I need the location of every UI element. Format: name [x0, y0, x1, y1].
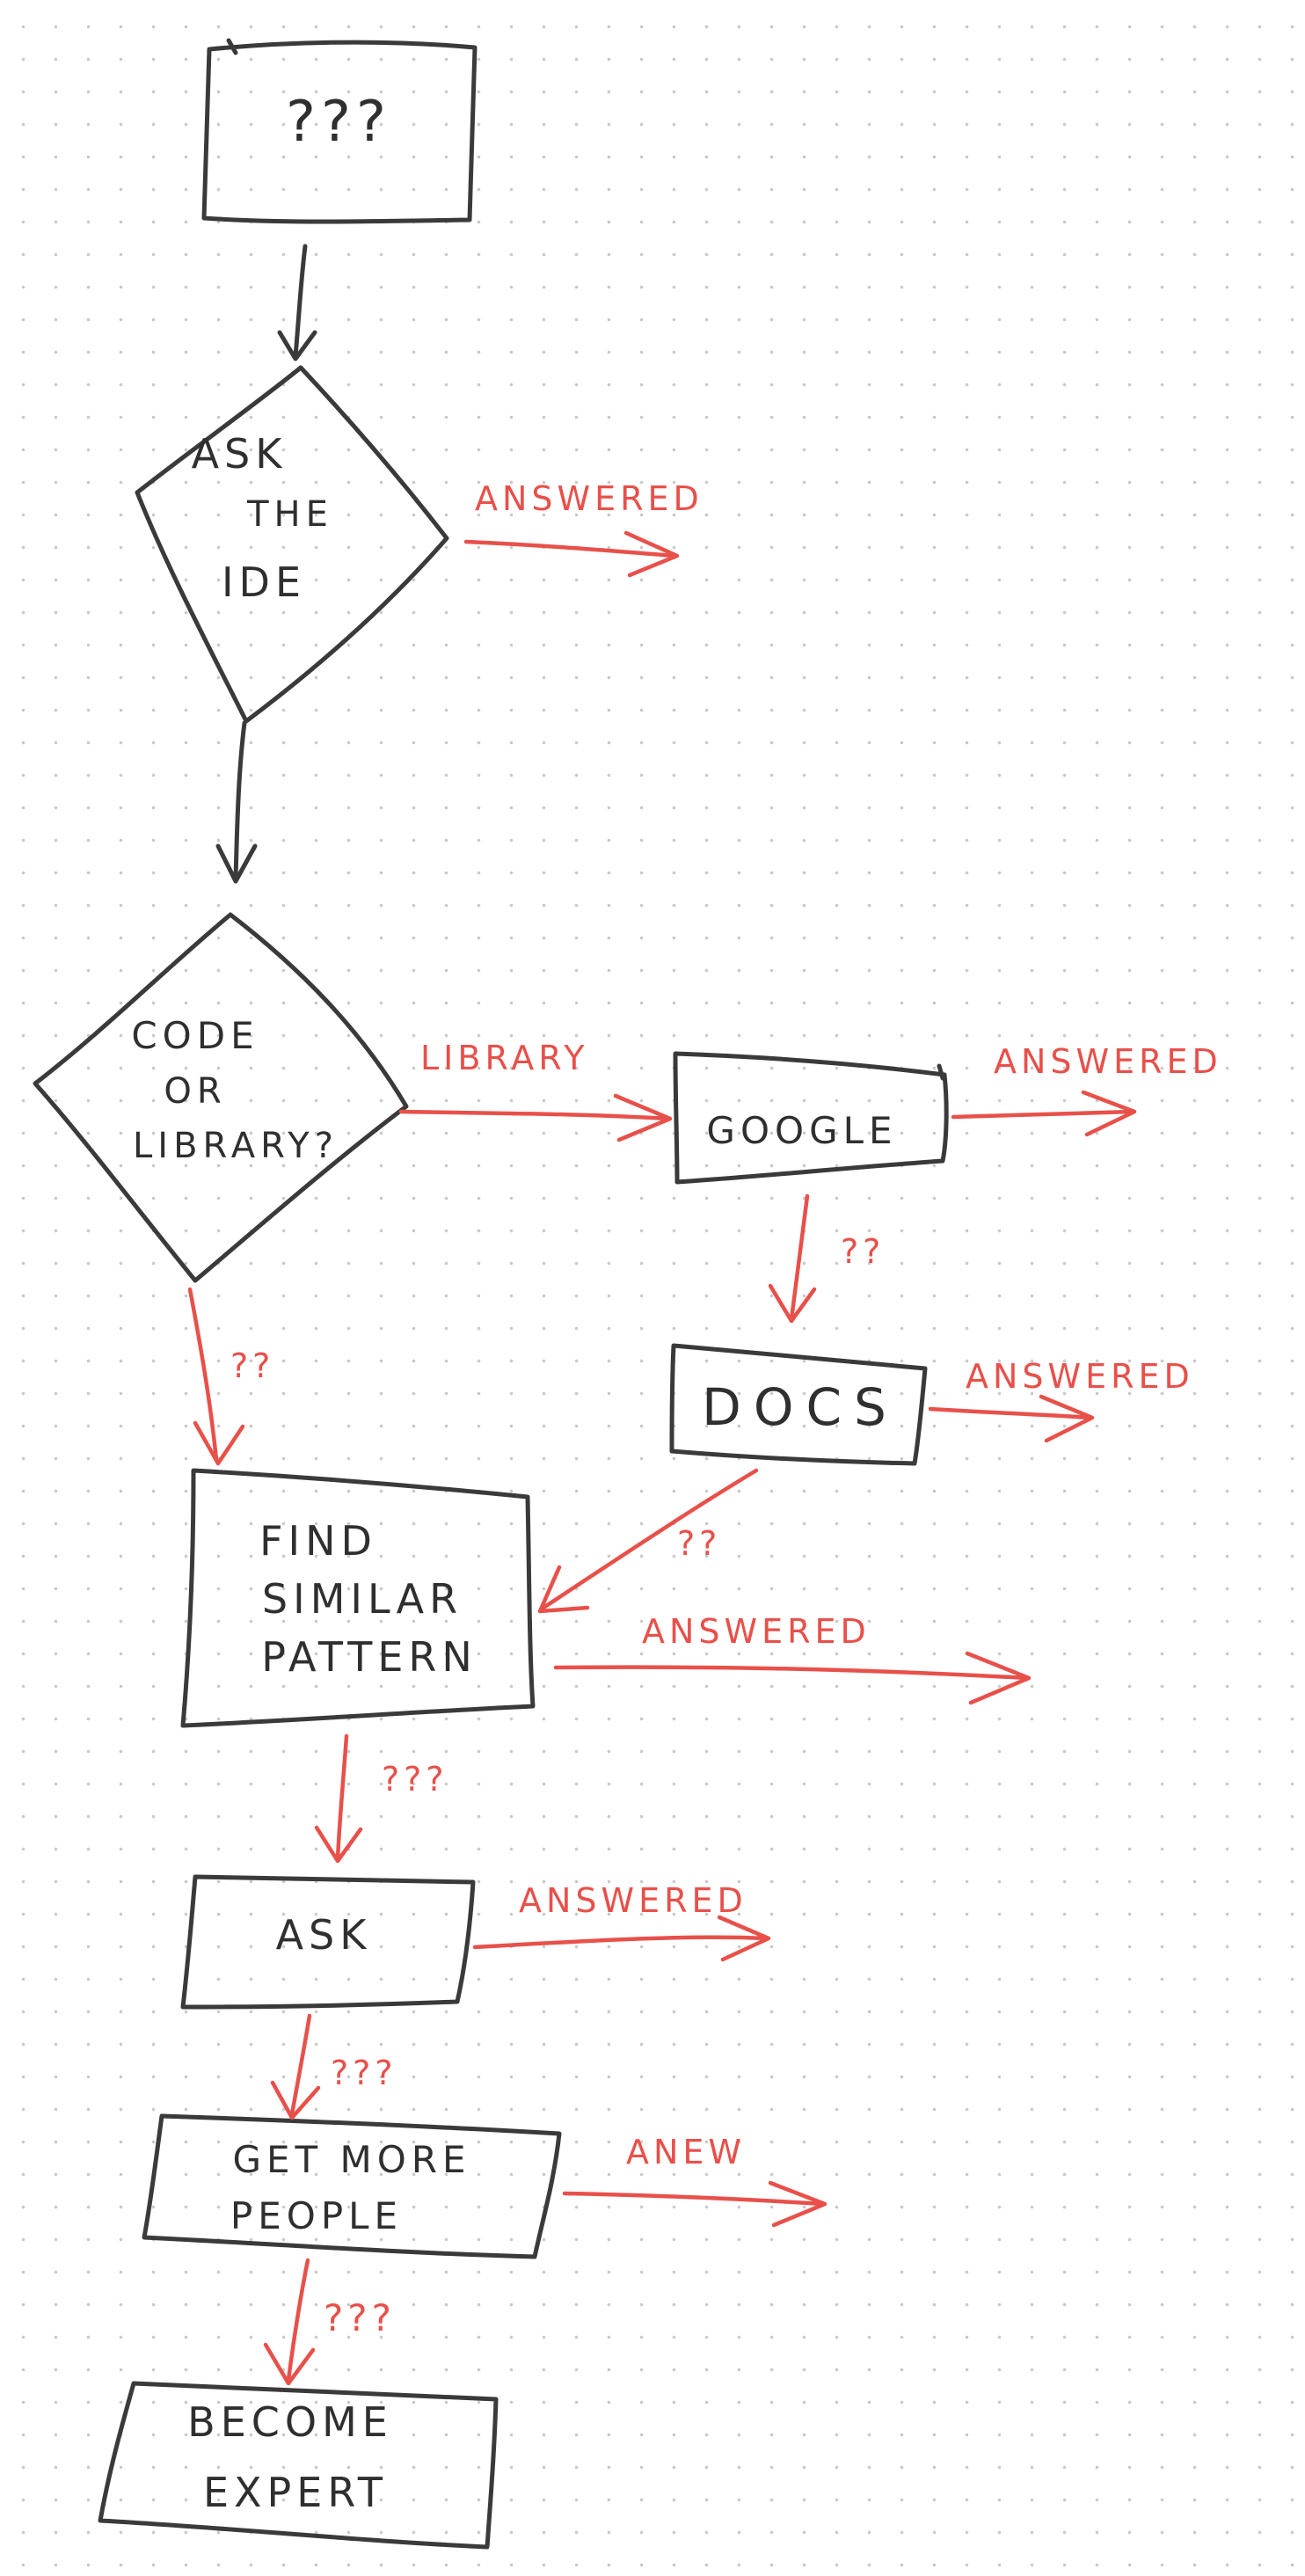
node-google-line-1: GOOGLE	[706, 1109, 897, 1152]
edge-more-anew: ANEW	[562, 2133, 827, 2228]
edge-code-unknown: ??	[187, 1287, 274, 1466]
edge-docs-pattern: ??	[537, 1468, 759, 1614]
node-docs: DOCS	[669, 1343, 928, 1466]
edge-docs-answered-label: ANSWERED	[966, 1357, 1194, 1396]
edge-docs-answered: ANSWERED	[928, 1357, 1194, 1443]
edge-library-label: LIBRARY	[420, 1039, 589, 1077]
node-find-pattern: FIND SIMILAR PATTERN	[180, 1468, 536, 1728]
node-code-or-library-line-3: LIBRARY?	[133, 1126, 339, 1166]
node-get-more-people-line-1: GET MORE	[232, 2138, 470, 2181]
edge-ask-answered: ANSWERED	[472, 1881, 771, 1962]
edge-more-expert-label: ???	[324, 2296, 396, 2339]
edge-google-docs-label: ??	[841, 1232, 885, 1271]
edge-more-expert: ???	[263, 2258, 396, 2386]
node-get-more-people: GET MORE PEOPLE	[142, 2113, 562, 2259]
arrow-start-to-ide	[277, 244, 317, 361]
edge-ide-answered-label: ANSWERED	[475, 479, 704, 518]
node-ask-ide-line-3: IDE	[222, 558, 306, 606]
edge-google-docs: ??	[768, 1193, 885, 1324]
node-start: ???	[201, 38, 478, 224]
edge-pattern-answered: ANSWERED	[553, 1612, 1032, 1705]
node-ask: ASK	[180, 1874, 476, 2010]
node-get-more-people-line-2: PEOPLE	[230, 2194, 403, 2237]
node-become-expert: BECOME EXPERT	[98, 2381, 499, 2550]
edge-pattern-ask: ???	[314, 1733, 448, 1864]
node-ask-ide: ASK THE IDE	[135, 365, 449, 724]
node-ask-line-1: ASK	[276, 1911, 372, 1959]
edge-ide-answered: ANSWERED	[463, 479, 704, 578]
edge-code-unknown-label: ??	[230, 1346, 274, 1385]
arrow-ide-to-code	[215, 720, 258, 884]
node-become-expert-line-2: EXPERT	[203, 2469, 388, 2516]
node-code-or-library-line-1: CODE	[131, 1014, 259, 1057]
edge-ask-more-label: ???	[331, 2054, 397, 2092]
edge-ask-more: ???	[270, 2013, 397, 2120]
node-find-pattern-line-3: PATTERN	[261, 1633, 478, 1681]
edge-google-answered: ANSWERED	[951, 1042, 1222, 1137]
node-find-pattern-line-2: SIMILAR	[262, 1575, 463, 1623]
node-code-or-library-line-2: OR	[164, 1071, 226, 1112]
edge-ask-answered-label: ANSWERED	[519, 1881, 747, 1920]
edge-pattern-answered-label: ANSWERED	[642, 1612, 871, 1651]
node-become-expert-line-1: BECOME	[187, 2398, 393, 2446]
node-google: GOOGLE	[673, 1051, 949, 1185]
edge-pattern-ask-label: ???	[382, 1760, 448, 1799]
node-docs-line-1: DOCS	[702, 1377, 899, 1437]
edge-docs-pattern-label: ??	[677, 1524, 721, 1563]
node-find-pattern-line-1: FIND	[259, 1517, 377, 1565]
node-start-line-1: ???	[286, 90, 391, 155]
edge-more-anew-label: ANEW	[626, 2133, 746, 2171]
node-ask-ide-line-1: ASK	[192, 430, 288, 478]
node-ask-ide-line-2: THE	[246, 494, 333, 535]
edge-library: LIBRARY	[398, 1039, 673, 1142]
node-code-or-library: CODE OR LIBRARY?	[33, 912, 409, 1283]
edge-google-answered-label: ANSWERED	[994, 1042, 1222, 1081]
